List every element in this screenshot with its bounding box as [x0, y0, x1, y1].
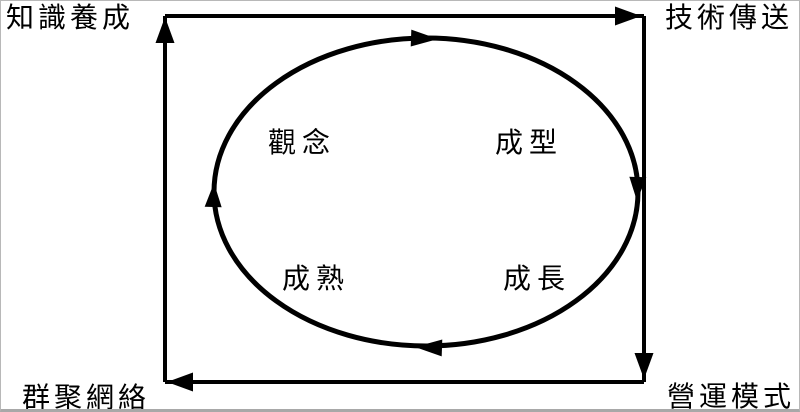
cycle-stage-forming: 成型 [495, 128, 564, 159]
cycle-stage-mature: 成熟 [282, 264, 351, 295]
corner-label-operating-model: 營運模式 [666, 382, 795, 412]
cycle-ellipse [211, 35, 641, 349]
corner-label-cluster-network: 群聚網絡 [22, 383, 151, 412]
corner-label-knowledge-cultivation: 知識養成 [6, 3, 135, 34]
ellipse-top-arrowhead-icon [410, 29, 438, 47]
rect-down-arrowhead-icon [634, 353, 654, 379]
rect-up-arrowhead-icon [155, 17, 175, 43]
outer-rectangle [163, 14, 646, 384]
cycle-stage-growth: 成長 [503, 264, 572, 295]
corner-label-technology-transfer: 技術傳送 [664, 3, 793, 34]
rect-right-arrowhead-icon [615, 6, 641, 26]
arrowheads [155, 6, 654, 392]
ellipse-bottom-arrowhead-icon [415, 339, 443, 357]
cycle-stage-concept: 觀念 [268, 128, 337, 159]
ellipse-right-arrowhead-icon [629, 176, 647, 201]
rect-left-arrowhead-icon [167, 372, 193, 392]
ellipse-left-arrowhead-icon [204, 183, 222, 208]
